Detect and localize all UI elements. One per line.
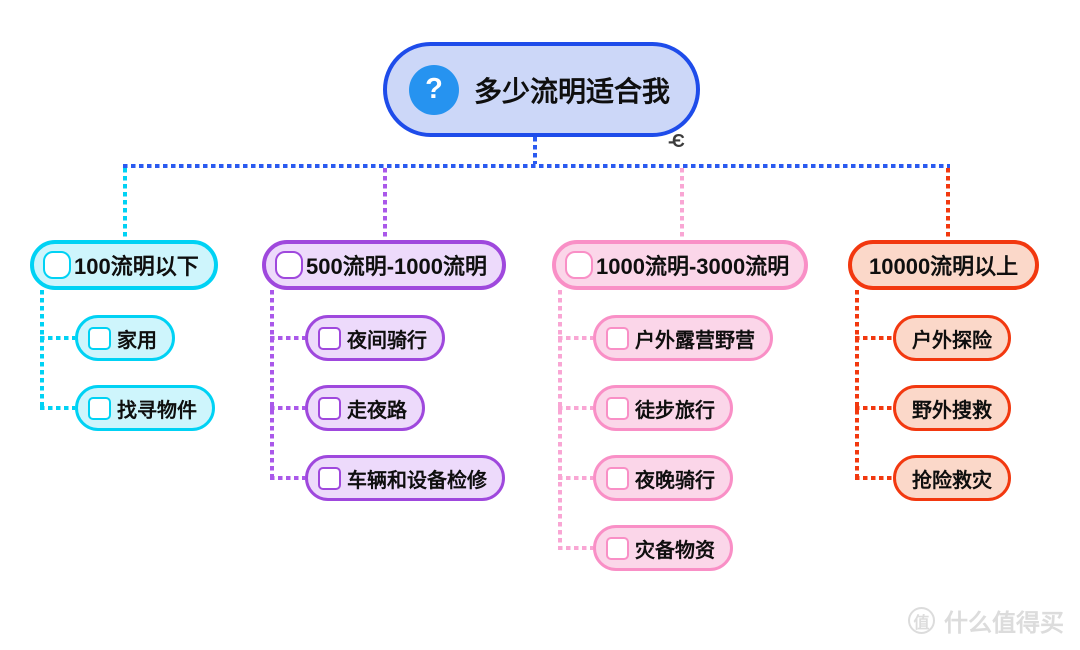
branch-drop-line bbox=[680, 168, 684, 240]
children-spine-line bbox=[270, 290, 274, 480]
branch-label: 10000流明以上 bbox=[869, 254, 1019, 279]
child-link-line bbox=[40, 406, 75, 410]
children-spine-line bbox=[40, 290, 44, 410]
child-link-line bbox=[558, 546, 593, 550]
child-link-line bbox=[270, 476, 305, 480]
branch-drop-line bbox=[946, 168, 950, 240]
child-node-3-2[interactable]: 抢险救灾 bbox=[893, 455, 1011, 501]
sticker-icon bbox=[565, 251, 593, 279]
checkbox-icon bbox=[606, 466, 629, 490]
child-label: 抢险救灾 bbox=[912, 469, 992, 492]
checkbox-icon bbox=[606, 536, 629, 560]
checkbox-icon bbox=[318, 326, 341, 350]
child-label: 野外搜救 bbox=[912, 399, 992, 422]
collapse-branch-icon[interactable]: -Є bbox=[668, 131, 685, 151]
checkbox-icon bbox=[606, 326, 629, 350]
child-label: 家用 bbox=[117, 329, 157, 352]
child-node-1-0[interactable]: 夜间骑行 bbox=[305, 315, 445, 361]
branch-header-0[interactable]: 100流明以下 bbox=[30, 240, 218, 290]
branch-header-3[interactable]: 10000流明以上 bbox=[848, 240, 1040, 290]
checkbox-icon bbox=[88, 396, 111, 420]
child-node-2-0[interactable]: 户外露营野营 bbox=[593, 315, 773, 361]
child-link-line bbox=[855, 406, 893, 410]
checkbox-icon bbox=[318, 396, 341, 420]
child-link-line bbox=[558, 406, 593, 410]
root-label: 多少流明适合我 bbox=[474, 75, 671, 107]
child-label: 户外探险 bbox=[912, 329, 992, 352]
branch-drop-line bbox=[123, 168, 127, 240]
sticker-icon bbox=[275, 251, 303, 279]
watermark-text: 什么值得买 bbox=[944, 610, 1064, 637]
child-link-line bbox=[855, 336, 893, 340]
branch-header-2[interactable]: 1000流明-3000流明 bbox=[552, 240, 809, 290]
child-link-line bbox=[855, 476, 893, 480]
child-label: 走夜路 bbox=[347, 399, 407, 422]
children-spine-line bbox=[855, 290, 859, 480]
child-label: 车辆和设备检修 bbox=[347, 469, 487, 492]
checkbox-icon bbox=[606, 396, 629, 420]
child-link-line bbox=[270, 336, 305, 340]
checkbox-icon bbox=[318, 466, 341, 490]
child-link-line bbox=[270, 406, 305, 410]
branch-header-1[interactable]: 500流明-1000流明 bbox=[262, 240, 506, 290]
checkbox-icon bbox=[88, 326, 111, 350]
child-label: 夜晚骑行 bbox=[635, 469, 715, 492]
child-node-1-2[interactable]: 车辆和设备检修 bbox=[305, 455, 505, 501]
child-link-line bbox=[558, 476, 593, 480]
branch-label: 100流明以下 bbox=[74, 254, 199, 279]
branch-label: 1000流明-3000流明 bbox=[596, 254, 790, 279]
branch-label: 500流明-1000流明 bbox=[306, 254, 487, 279]
question-icon-glyph: ? bbox=[425, 73, 443, 105]
child-node-3-0[interactable]: 户外探险 bbox=[893, 315, 1011, 361]
child-label: 灾备物资 bbox=[635, 539, 715, 562]
child-node-3-1[interactable]: 野外搜救 bbox=[893, 385, 1011, 431]
sticker-icon bbox=[43, 251, 71, 279]
child-label: 找寻物件 bbox=[117, 399, 197, 422]
children-spine-line bbox=[558, 290, 562, 550]
child-node-2-3[interactable]: 灾备物资 bbox=[593, 525, 733, 571]
child-node-0-0[interactable]: 家用 bbox=[75, 315, 175, 361]
child-node-2-1[interactable]: 徒步旅行 bbox=[593, 385, 733, 431]
child-node-2-2[interactable]: 夜晚骑行 bbox=[593, 455, 733, 501]
branch-drop-line bbox=[383, 168, 387, 240]
child-link-line bbox=[40, 336, 75, 340]
child-label: 徒步旅行 bbox=[635, 399, 715, 422]
child-link-line bbox=[558, 336, 593, 340]
child-node-1-1[interactable]: 走夜路 bbox=[305, 385, 425, 431]
root-drop-line bbox=[533, 137, 537, 164]
question-icon: ? bbox=[409, 64, 459, 115]
smzdm-logo-icon: 值 bbox=[908, 607, 935, 634]
child-node-0-1[interactable]: 找寻物件 bbox=[75, 385, 215, 431]
root-node[interactable]: ? 多少流明适合我 bbox=[383, 42, 701, 137]
trunk-line bbox=[123, 164, 950, 168]
watermark: 值 什么值得买 bbox=[908, 603, 1064, 638]
child-label: 夜间骑行 bbox=[347, 329, 427, 352]
child-label: 户外露营野营 bbox=[635, 329, 755, 352]
